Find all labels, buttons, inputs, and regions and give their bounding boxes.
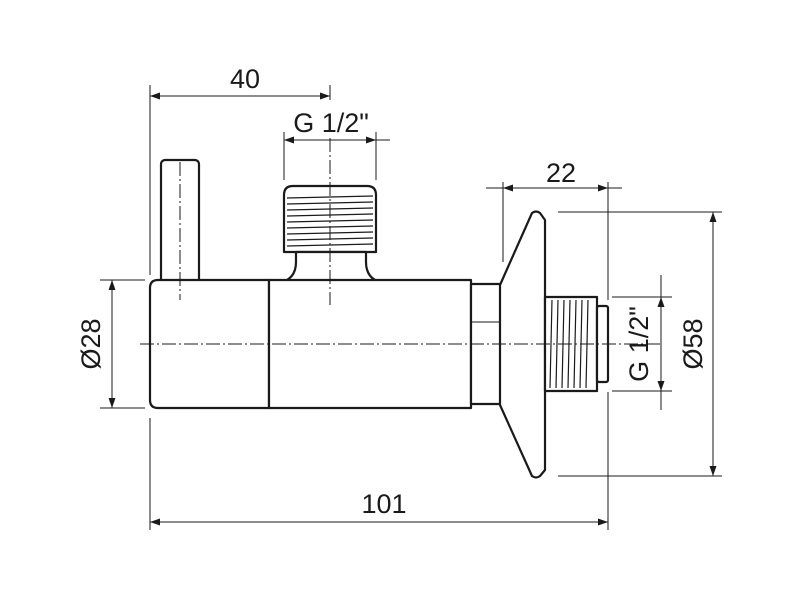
dim-label-body-diameter: Ø28 [76, 318, 106, 369]
dim-label-handle-offset: 40 [230, 64, 260, 94]
dim-label-total-length: 101 [361, 489, 406, 519]
top-neck [276, 250, 386, 285]
dim-label-flange-diameter: Ø58 [678, 318, 708, 369]
dim-label-top-thread: G 1/2" [293, 108, 369, 138]
center-lines [140, 138, 660, 345]
valve-part-outlines [148, 158, 610, 479]
dimension-labels: 40 G 1/2" 22 Ø28 G 1/2" Ø58 101 [76, 64, 708, 519]
dim-label-flange-depth: 22 [546, 158, 576, 188]
dim-label-outlet-thread: G 1/2" [624, 306, 654, 382]
dimension-lines [108, 92, 717, 526]
extension-lines [100, 85, 722, 530]
